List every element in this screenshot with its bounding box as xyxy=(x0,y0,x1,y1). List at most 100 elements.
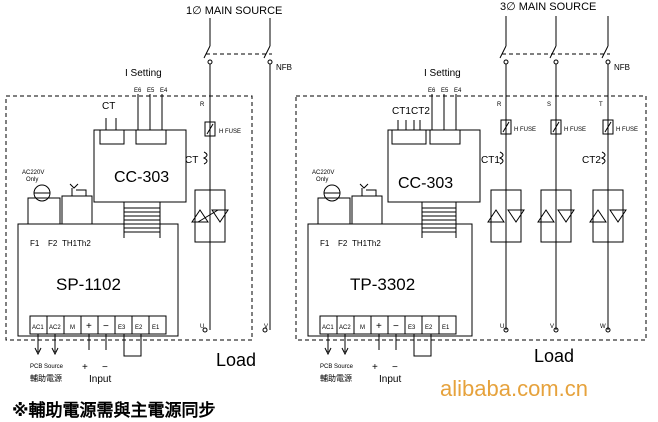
right-e4: E4 xyxy=(454,88,462,94)
right-ac220-label: AC220V xyxy=(312,170,334,176)
left-enclosure xyxy=(5,95,253,341)
right-phase-lines xyxy=(505,64,609,330)
right-minus-label: − xyxy=(392,362,398,373)
right-ct-connector xyxy=(391,129,427,145)
right-terminal-wires xyxy=(327,334,432,357)
left-e-wires xyxy=(137,94,163,130)
left-f1: F1 xyxy=(30,239,40,248)
right-term-plus: + xyxy=(376,321,382,332)
left-e5: E5 xyxy=(147,88,155,94)
right-phase-w: W xyxy=(600,324,606,330)
right-th2: Th2 xyxy=(367,239,381,248)
left-pcb-source: PCB Source xyxy=(30,364,64,370)
left-ac220-label: AC220V xyxy=(22,170,44,176)
left-terminal-strip xyxy=(29,315,167,335)
left-scr xyxy=(191,189,229,243)
right-f2: F2 xyxy=(338,239,348,248)
left-fuse-label: H FUSE xyxy=(219,129,241,135)
watermark: alibaba.com.cn xyxy=(440,376,588,401)
right-phase-v: V xyxy=(550,324,554,330)
right-phase-t: T xyxy=(599,102,603,108)
right-fuse-s: H FUSE xyxy=(564,127,586,133)
right-ct2-top-label: CT2 xyxy=(411,106,430,117)
right-terminal-strip xyxy=(319,315,457,335)
left-term-e1: E1 xyxy=(152,325,160,331)
right-diagram: 3∅ MAIN SOURCE NFB R S T H FUSE H FUSE H… xyxy=(295,1,647,385)
left-aux-power: 輔助電源 xyxy=(30,373,62,383)
right-controller-box xyxy=(307,223,473,337)
right-e5: E5 xyxy=(441,88,449,94)
left-th1: TH1 xyxy=(62,239,78,248)
right-ac220-only: Only xyxy=(316,177,328,183)
right-aux-power: 輔助電源 xyxy=(320,373,352,383)
right-nfb-breaker xyxy=(499,45,611,65)
left-term-plus: + xyxy=(86,321,92,332)
left-ac220-only: Only xyxy=(26,177,38,183)
left-supply-lines xyxy=(209,18,271,46)
left-term-e2: E2 xyxy=(135,325,143,331)
right-term-m: M xyxy=(360,325,365,331)
right-f-block xyxy=(317,197,351,225)
left-phase-v: V xyxy=(264,324,268,330)
left-e4: E4 xyxy=(160,88,168,94)
right-i-setting: I Setting xyxy=(424,68,461,79)
left-controller-box xyxy=(17,223,179,337)
left-cc303-box xyxy=(93,129,187,203)
left-fuse xyxy=(204,121,216,137)
right-f1: F1 xyxy=(320,239,330,248)
left-phase-lines xyxy=(209,64,271,330)
left-f2: F2 xyxy=(48,239,58,248)
right-phase-r: R xyxy=(497,102,502,108)
left-e-connector xyxy=(135,129,167,145)
sync-note: ※輔助電源需與主電源同步 xyxy=(12,400,216,421)
left-phase-r: R xyxy=(200,102,205,108)
left-coupling-coil xyxy=(123,202,161,238)
left-i-setting: I Setting xyxy=(125,68,162,79)
right-source-title: 3∅ MAIN SOURCE xyxy=(500,1,596,13)
right-fuse-t: H FUSE xyxy=(616,127,638,133)
right-term-e2: E2 xyxy=(425,325,433,331)
left-e6: E6 xyxy=(134,88,142,94)
right-fuse-r: H FUSE xyxy=(514,127,536,133)
right-e-connector xyxy=(429,129,461,145)
right-term-ac1: AC1 xyxy=(322,325,334,331)
left-f-block xyxy=(27,197,61,225)
right-term-e3: E3 xyxy=(408,325,416,331)
right-load-label: Load xyxy=(534,346,574,366)
right-fuses xyxy=(500,119,614,135)
left-minus-label: − xyxy=(102,362,108,373)
left-load-label: Load xyxy=(216,350,256,370)
right-e6: E6 xyxy=(428,88,436,94)
right-phase-u: U xyxy=(500,324,504,330)
right-phase-s: S xyxy=(547,102,551,108)
left-nfb-label: NFB xyxy=(276,63,292,72)
right-term-e1: E1 xyxy=(442,325,450,331)
right-ct2-line-label: CT2 xyxy=(582,155,601,166)
left-term-m: M xyxy=(70,325,75,331)
left-ct-coil xyxy=(202,151,208,165)
right-e-wires xyxy=(431,94,457,130)
right-coupling-coil xyxy=(421,202,457,238)
left-nfb-breaker xyxy=(203,45,273,65)
right-controller-label: TP-3302 xyxy=(350,275,415,294)
left-cc303-label: CC-303 xyxy=(114,169,169,186)
left-ct-line-label: CT xyxy=(185,155,198,166)
left-term-ac1: AC1 xyxy=(32,325,44,331)
left-input-label: Input xyxy=(89,374,111,385)
right-term-minus: − xyxy=(393,321,399,332)
right-th-block xyxy=(351,195,383,225)
right-enclosure xyxy=(295,95,647,341)
right-nfb-label: NFB xyxy=(614,63,630,72)
right-pcb-source: PCB Source xyxy=(320,364,354,370)
left-phase-u: U xyxy=(200,324,204,330)
right-ct1-top-label: CT1 xyxy=(392,106,411,117)
right-th1: TH1 xyxy=(352,239,368,248)
left-th2: Th2 xyxy=(77,239,91,248)
right-input-label: Input xyxy=(379,374,401,385)
left-term-ac2: AC2 xyxy=(49,325,61,331)
right-ct1-line-label: CT1 xyxy=(481,155,500,166)
left-diagram: 1∅ MAIN SOURCE NFB R H FUSE CT CC-303 I … xyxy=(5,5,292,385)
left-plus-label: + xyxy=(82,362,88,373)
